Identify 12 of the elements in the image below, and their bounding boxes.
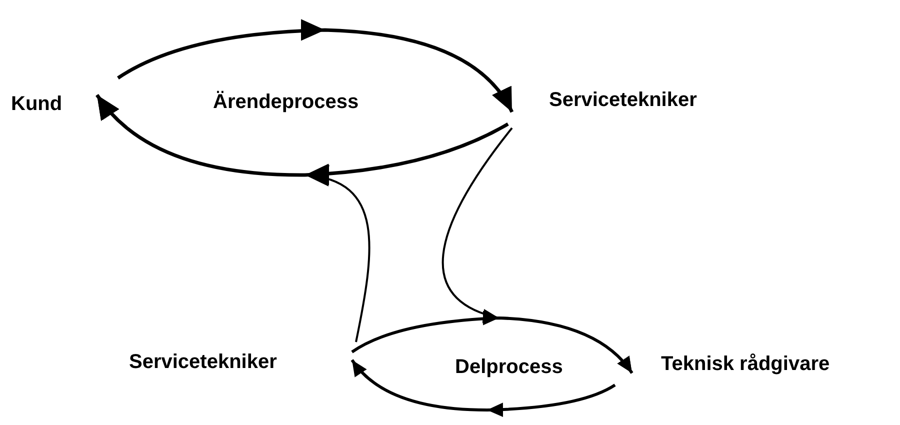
curved-arrow	[96, 94, 509, 185]
actor-label: Servicetekniker	[546, 87, 700, 114]
curved-arrow	[442, 127, 633, 374]
actor-label: Kund	[8, 91, 66, 118]
process-label: Ärendeprocess	[212, 90, 360, 115]
curved-arrow	[96, 94, 370, 342]
actor-label: Teknisk rådgivare	[658, 351, 833, 378]
actor-label: Servicetekniker	[126, 351, 352, 381]
curved-arrow	[351, 311, 634, 374]
curved-arrow	[350, 359, 616, 417]
curved-arrow	[117, 19, 514, 113]
process-label: Delprocess	[454, 355, 564, 380]
